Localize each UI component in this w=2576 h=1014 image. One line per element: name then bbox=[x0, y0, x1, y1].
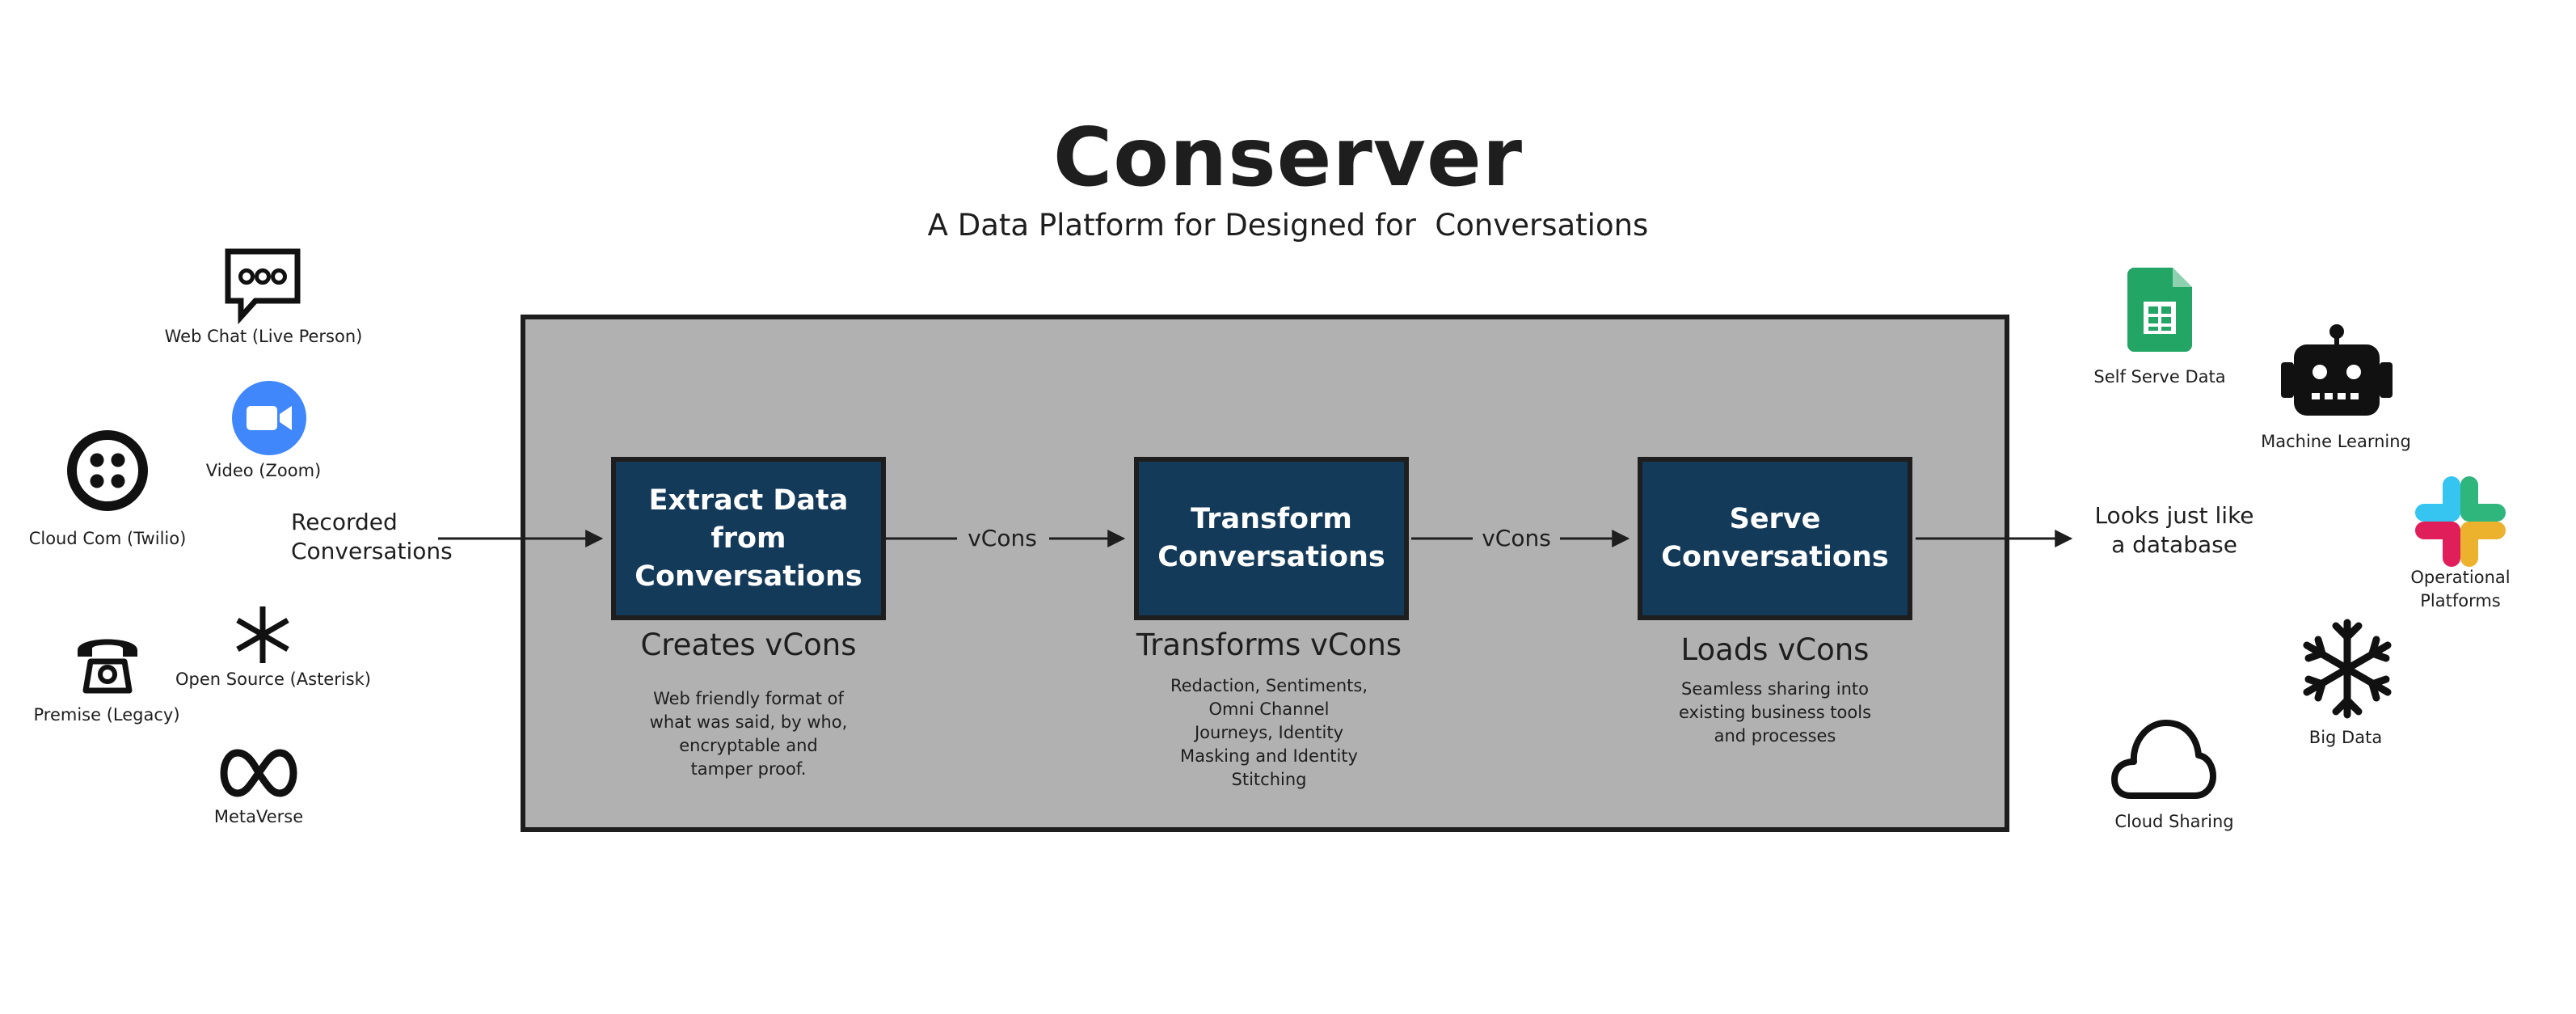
extract-stage-description: Web friendly format of what was said, by… bbox=[649, 689, 848, 779]
serve-stage-subtitle: Loads vCons bbox=[1680, 632, 1870, 667]
robot-icon bbox=[2281, 324, 2393, 416]
source-label-cloud-com: Cloud Com (Twilio) bbox=[28, 529, 187, 548]
transform-stage-description: Redaction, Sentiments, Omni Channel Jour… bbox=[1170, 676, 1368, 789]
source-label-premise: Premise (Legacy) bbox=[33, 705, 180, 725]
destination-label-machine-learning: Machine Learning bbox=[2261, 432, 2411, 451]
serve-stage-description: Seamless sharing into existing business … bbox=[1678, 679, 1872, 746]
meta-infinity-icon bbox=[220, 749, 297, 797]
edge-label-vcons-2: vCons bbox=[1482, 525, 1551, 551]
transform-stage-label: Transform Conversations bbox=[1157, 503, 1385, 573]
output-label: Looks just like a database bbox=[2094, 502, 2254, 558]
page-title: Conserver bbox=[1052, 110, 1524, 205]
twilio-icon bbox=[67, 430, 148, 511]
chat-bubble-icon bbox=[225, 248, 301, 325]
input-label: Recorded Conversations bbox=[291, 509, 453, 564]
extract-stage-box: Extract Data from Conversations bbox=[611, 457, 886, 620]
extract-stage-label: Extract Data from Conversations bbox=[635, 484, 862, 593]
google-sheets-icon bbox=[2127, 268, 2192, 352]
source-label-video-zoom: Video (Zoom) bbox=[205, 461, 322, 480]
source-label-metaverse: MetaVerse bbox=[213, 807, 304, 826]
transform-stage-box: Transform Conversations bbox=[1134, 457, 1409, 620]
destination-label-big-data: Big Data bbox=[2308, 728, 2383, 747]
destination-label-operational: Operational Platforms bbox=[2410, 568, 2511, 611]
source-label-open-source: Open Source (Asterisk) bbox=[175, 670, 371, 689]
cloud-icon bbox=[2111, 720, 2216, 799]
edge-label-vcons-1: vCons bbox=[968, 525, 1037, 551]
page-subtitle: A Data Platform for Designed for Convers… bbox=[927, 208, 1649, 243]
destination-label-self-serve: Self Serve Data bbox=[2093, 367, 2226, 387]
transform-stage-subtitle: Transforms vCons bbox=[1136, 627, 1402, 662]
destination-label-cloud-sharing: Cloud Sharing bbox=[2114, 812, 2234, 831]
source-label-web-chat: Web Chat (Live Person) bbox=[164, 327, 363, 346]
asterisk-icon bbox=[236, 606, 289, 663]
extract-stage-subtitle: Creates vCons bbox=[640, 627, 857, 662]
serve-stage-box: Serve Conversations bbox=[1638, 457, 1912, 620]
zoom-video-icon bbox=[232, 381, 306, 455]
telephone-icon bbox=[78, 639, 137, 694]
serve-stage-label: Serve Conversations bbox=[1661, 503, 1889, 573]
snowflake-icon bbox=[2303, 619, 2392, 719]
slack-icon bbox=[2415, 476, 2506, 567]
